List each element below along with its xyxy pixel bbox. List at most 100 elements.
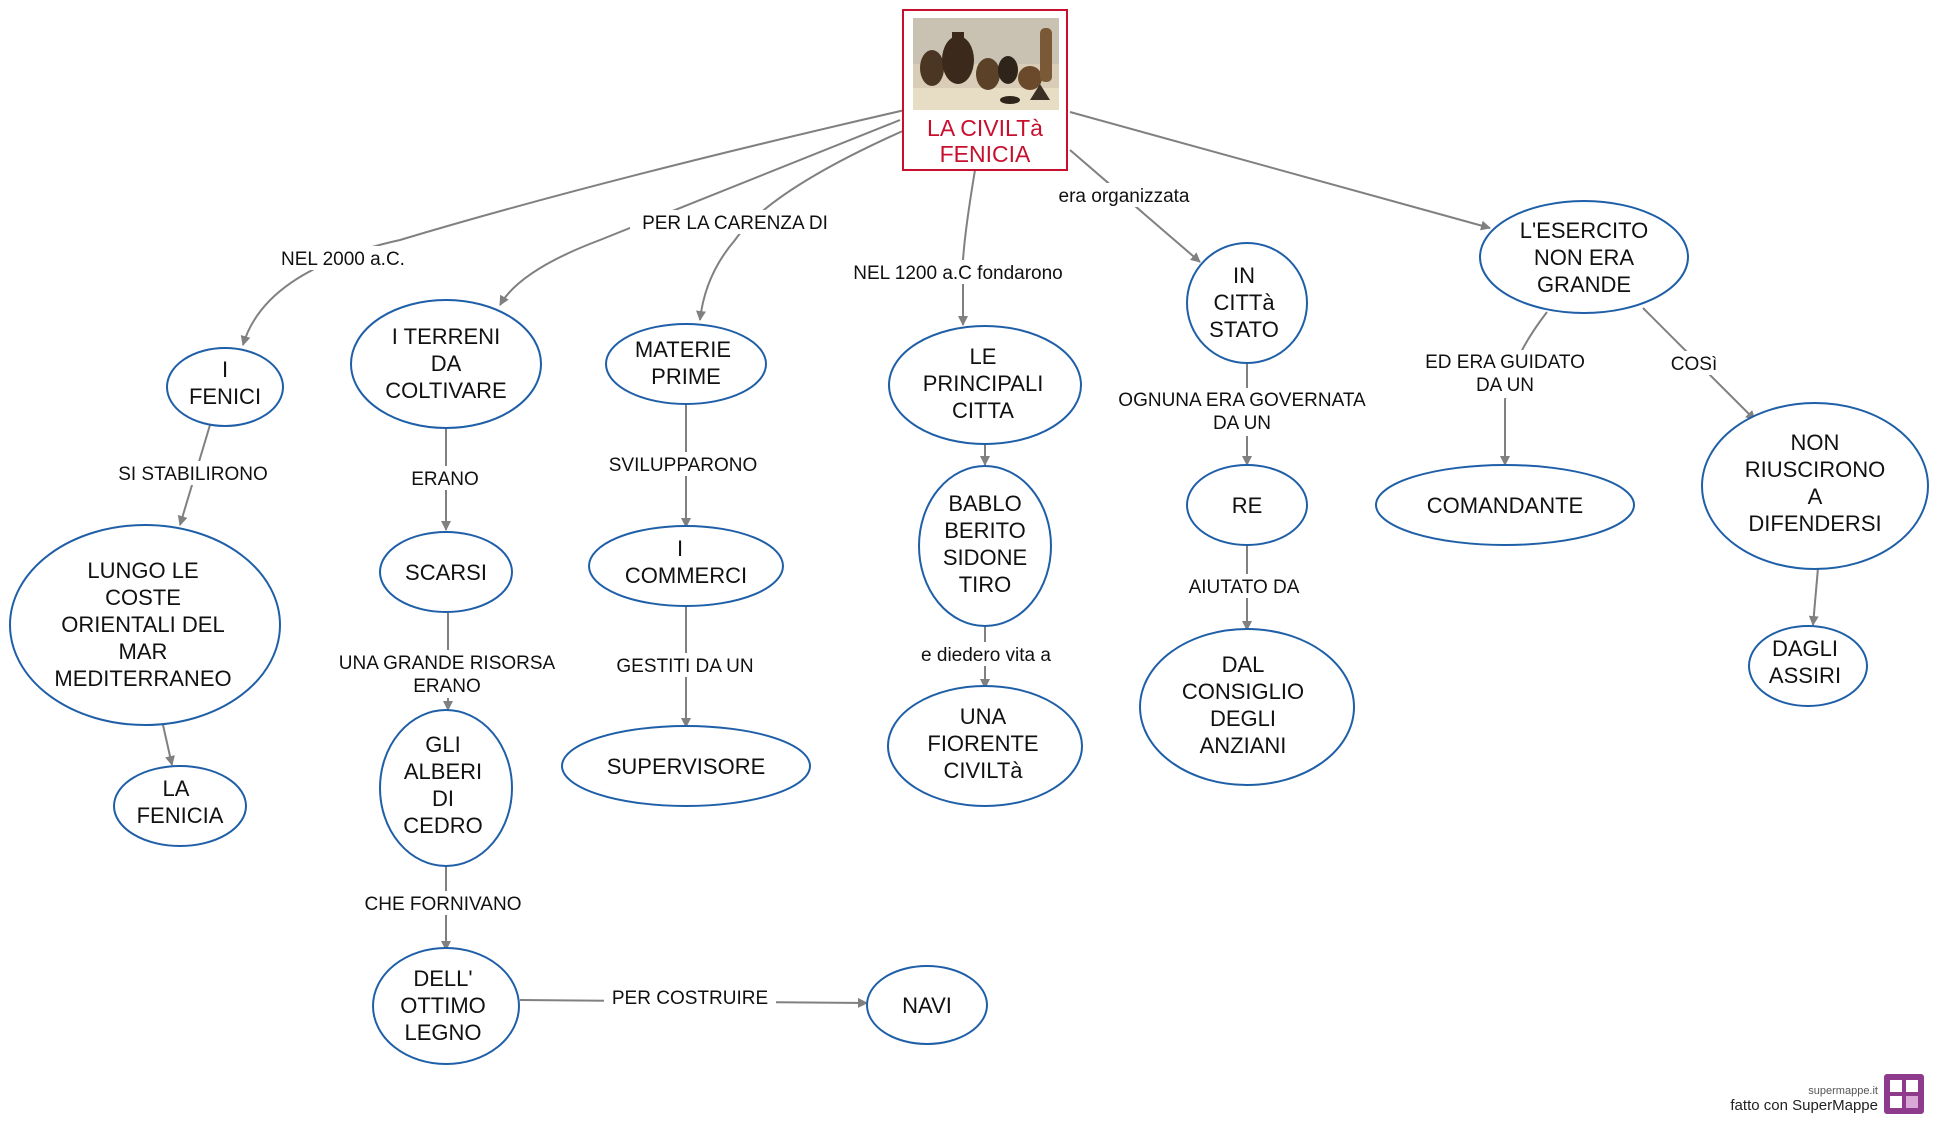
svg-text:I TERRENI: I TERRENI xyxy=(392,324,500,349)
label-governata-2: DA UN xyxy=(1213,413,1271,434)
svg-text:ALBERI: ALBERI xyxy=(404,759,482,784)
svg-text:CIVILTà: CIVILTà xyxy=(943,758,1023,783)
svg-text:SUPERVISORE: SUPERVISORE xyxy=(607,754,766,779)
brand-site: supermappe.it xyxy=(1808,1085,1878,1097)
svg-text:I: I xyxy=(677,536,683,561)
svg-text:RE: RE xyxy=(1232,493,1263,518)
node-materie[interactable]: MATERIE PRIME xyxy=(605,323,767,405)
link-root-terreni xyxy=(499,119,901,306)
node-esercito[interactable]: L'ESERCITO NON ERA GRANDE xyxy=(1479,200,1689,314)
svg-text:NAVI: NAVI xyxy=(902,993,952,1018)
node-non-riuscirono[interactable]: NON RIUSCIRONO A DIFENDERSI xyxy=(1701,402,1929,570)
svg-text:BABLO: BABLO xyxy=(948,491,1021,516)
svg-text:L'ESERCITO: L'ESERCITO xyxy=(1520,218,1649,243)
brand-made-with: fatto con SuperMappe xyxy=(1730,1097,1878,1114)
svg-text:MEDITERRANEO: MEDITERRANEO xyxy=(54,666,231,691)
link-root-fenici xyxy=(240,109,906,346)
svg-text:MATERIE: MATERIE xyxy=(635,337,731,362)
label-risorsa-2: ERANO xyxy=(413,676,481,697)
label-costruire: PER COSTRUIRE xyxy=(612,988,768,1009)
svg-text:FENICIA: FENICIA xyxy=(137,803,224,828)
svg-text:COSTE: COSTE xyxy=(105,585,181,610)
svg-text:A: A xyxy=(1808,484,1823,509)
svg-text:LEGNO: LEGNO xyxy=(404,1020,481,1045)
svg-text:RIUSCIRONO: RIUSCIRONO xyxy=(1745,457,1886,482)
svg-text:DI: DI xyxy=(432,786,454,811)
svg-text:DELL': DELL' xyxy=(413,966,472,991)
node-fiorente[interactable]: UNA FIORENTE CIVILTà xyxy=(887,685,1083,807)
svg-text:LE: LE xyxy=(970,344,997,369)
label-aiutato: AIUTATO DA xyxy=(1189,577,1300,598)
svg-text:SIDONE: SIDONE xyxy=(943,545,1027,570)
node-scarsi[interactable]: SCARSI xyxy=(379,531,513,613)
svg-text:DIFENDERSI: DIFENDERSI xyxy=(1748,511,1881,536)
svg-text:FENICI: FENICI xyxy=(189,384,261,409)
node-i-fenici[interactable]: I FENICI xyxy=(166,347,284,427)
label-guidato-1: ED ERA GUIDATO xyxy=(1425,352,1585,373)
supermappe-brand[interactable]: supermappe.it fatto con SuperMappe xyxy=(1730,1074,1924,1114)
label-governata-1: OGNUNA ERA GOVERNATA xyxy=(1118,390,1366,411)
svg-text:ORIENTALI DEL: ORIENTALI DEL xyxy=(61,612,224,637)
svg-text:DEGLI: DEGLI xyxy=(1210,706,1276,731)
node-navi[interactable]: NAVI xyxy=(866,965,988,1045)
label-carenza: PER LA CARENZA DI xyxy=(642,213,828,234)
root-node[interactable]: LA CIVILTà FENICIA xyxy=(902,9,1068,171)
svg-text:TIRO: TIRO xyxy=(959,572,1012,597)
svg-text:CONSIGLIO: CONSIGLIO xyxy=(1182,679,1304,704)
label-gestiti: GESTITI DA UN xyxy=(616,656,753,677)
svg-text:IN: IN xyxy=(1233,263,1255,288)
svg-text:PRINCIPALI: PRINCIPALI xyxy=(923,371,1044,396)
node-legno[interactable]: DELL' OTTIMO LEGNO xyxy=(372,947,520,1065)
label-stabilirono: SI STABILIRONO xyxy=(118,464,268,485)
label-erano: ERANO xyxy=(411,469,479,490)
supermappe-logo-icon xyxy=(1884,1074,1924,1114)
node-la-fenicia[interactable]: LA FENICIA xyxy=(113,765,247,847)
svg-text:CEDRO: CEDRO xyxy=(403,813,482,838)
svg-text:NON: NON xyxy=(1791,430,1840,455)
label-nel-2000: NEL 2000 a.C. xyxy=(281,249,405,270)
label-diedero: e diedero vita a xyxy=(921,645,1051,666)
svg-text:STATO: STATO xyxy=(1209,317,1279,342)
svg-text:GLI: GLI xyxy=(425,732,460,757)
node-re[interactable]: RE xyxy=(1186,464,1308,546)
svg-text:UNA: UNA xyxy=(960,704,1007,729)
node-principali[interactable]: LE PRINCIPALI CITTA xyxy=(888,325,1082,445)
node-consiglio[interactable]: DAL CONSIGLIO DEGLI ANZIANI xyxy=(1139,628,1355,786)
link-root-principali xyxy=(958,169,976,326)
node-lungo-coste[interactable]: LUNGO LE COSTE ORIENTALI DEL MAR MEDITER… xyxy=(9,524,281,726)
link-root-esercito xyxy=(1069,111,1491,231)
svg-text:SCARSI: SCARSI xyxy=(405,560,487,585)
label-nel-1200: NEL 1200 a.C fondarono xyxy=(853,263,1063,284)
label-risorsa-1: UNA GRANDE RISORSA xyxy=(339,653,556,674)
label-fornivano: CHE FORNIVANO xyxy=(365,894,522,915)
node-supervisore[interactable]: SUPERVISORE xyxy=(561,725,811,807)
node-bablo[interactable]: BABLO BERITO SIDONE TIRO xyxy=(918,465,1052,627)
node-comandante[interactable]: COMANDANTE xyxy=(1375,464,1635,546)
svg-text:DA: DA xyxy=(431,351,462,376)
svg-text:COMMERCI: COMMERCI xyxy=(625,563,747,588)
label-svilupparono: SVILUPPARONO xyxy=(609,455,758,476)
link-nonriuscirono-assiri xyxy=(1808,567,1819,626)
svg-text:ASSIRI: ASSIRI xyxy=(1769,663,1841,688)
node-citta-stato[interactable]: IN CITTà STATO xyxy=(1186,242,1308,364)
link-coste-fenicia xyxy=(162,724,175,766)
svg-text:MAR: MAR xyxy=(119,639,168,664)
svg-text:I: I xyxy=(222,357,228,382)
node-terreni[interactable]: I TERRENI DA COLTIVARE xyxy=(350,299,542,429)
svg-text:ANZIANI: ANZIANI xyxy=(1200,733,1287,758)
node-commerci[interactable]: I COMMERCI xyxy=(588,525,784,607)
label-cosi: COSì xyxy=(1671,354,1717,375)
phoenician-pottery-photo xyxy=(913,18,1059,110)
root-title-line1: LA CIVILTà xyxy=(927,115,1043,141)
svg-text:COMANDANTE: COMANDANTE xyxy=(1427,493,1583,518)
node-alberi[interactable]: GLI ALBERI DI CEDRO xyxy=(379,709,513,867)
svg-text:COLTIVARE: COLTIVARE xyxy=(385,378,506,403)
svg-text:LUNGO LE: LUNGO LE xyxy=(87,558,198,583)
svg-text:PRIME: PRIME xyxy=(651,364,721,389)
label-organizzata: era organizzata xyxy=(1059,186,1190,207)
node-assiri[interactable]: DAGLI ASSIRI xyxy=(1748,625,1868,707)
svg-text:OTTIMO: OTTIMO xyxy=(400,993,486,1018)
svg-text:CITTà: CITTà xyxy=(1213,290,1275,315)
svg-text:FIORENTE: FIORENTE xyxy=(927,731,1038,756)
